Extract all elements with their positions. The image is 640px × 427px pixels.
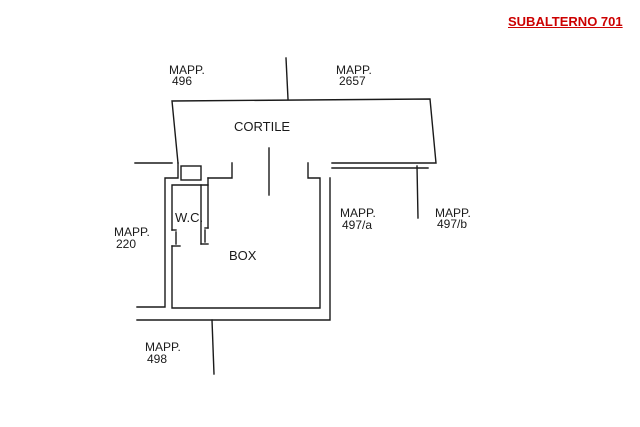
boundary-496-2657 (285, 57, 289, 100)
sheet-title: SUBALTERNO 701 (508, 14, 623, 29)
wc-door (171, 227, 209, 245)
room-label-cortile: CORTILE (234, 119, 291, 134)
parcel-220-prefix: MAPP. (114, 225, 150, 239)
parcel-497b-prefix: MAPP. (435, 206, 471, 220)
boundary-220-498 (211, 319, 215, 375)
parcel-497a-prefix: MAPP. (340, 206, 376, 220)
parcel-497b-number: 497/b (437, 217, 468, 231)
parcel-497a-number: 497/a (342, 218, 373, 232)
boundary-lines (134, 57, 419, 375)
parcel-2657-number: 2657 (339, 74, 366, 88)
parcel-496-number: 496 (172, 74, 193, 88)
parcel-496-prefix: MAPP. (169, 63, 205, 77)
wc-walls (171, 165, 209, 247)
parcel-220-number: 220 (116, 237, 137, 251)
room-label-wc: W.C. (175, 210, 204, 225)
parcel-498-prefix: MAPP. (145, 340, 181, 354)
parcel-498-number: 498 (147, 352, 168, 366)
boundary-497a-497b (416, 165, 419, 219)
room-label-box: BOX (229, 248, 257, 263)
outer-walls (136, 162, 331, 321)
parcel-2657-prefix: MAPP. (336, 63, 372, 77)
cortile-outline (171, 98, 437, 196)
